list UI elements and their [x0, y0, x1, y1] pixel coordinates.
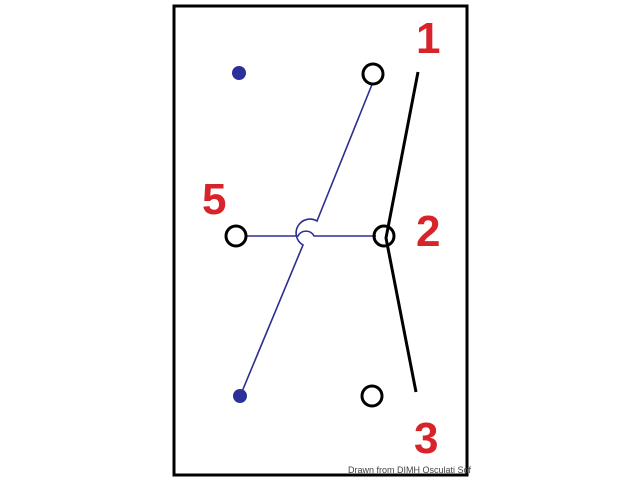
label-2: 2	[416, 207, 440, 256]
terminal-2	[372, 224, 396, 248]
dot-top-left	[232, 66, 246, 80]
terminal-1	[361, 62, 385, 86]
label-1: 1	[416, 14, 440, 63]
terminal-3	[360, 384, 384, 408]
credit-text: Drawn from DIMH Osculati Sof	[348, 465, 472, 475]
terminal-5	[224, 224, 248, 248]
frame	[172, 4, 469, 477]
switch-lever	[384, 71, 420, 393]
label-3: 3	[414, 414, 438, 463]
horizontal-wire	[247, 230, 376, 237]
dot-bottom-left	[233, 389, 247, 403]
diagonal-wire	[240, 81, 374, 395]
label-5: 5	[202, 175, 226, 224]
